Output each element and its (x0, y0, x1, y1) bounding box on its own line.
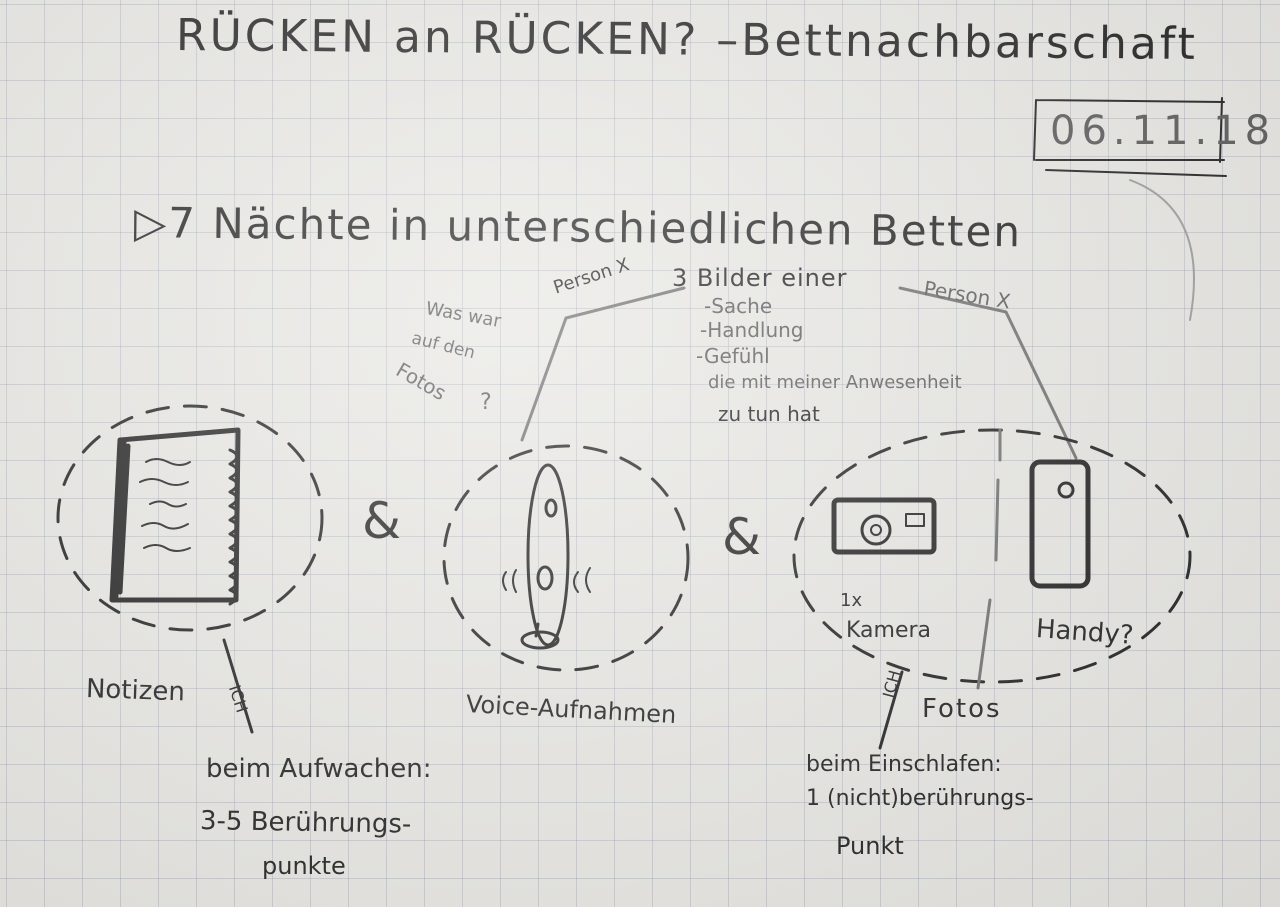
person-line-left (520, 286, 686, 442)
person-line-right (898, 286, 1078, 460)
label-kamera-count: 1x (840, 590, 863, 611)
divider-line (976, 428, 1002, 690)
bilder-item-anwesenheit: die mit meiner Anwesenheit (708, 372, 962, 393)
label-fotos: Fotos (922, 694, 1002, 724)
circle-voice (442, 444, 690, 672)
bilder-item-zu-tun: zu tun hat (718, 402, 820, 426)
camera-icon (831, 497, 937, 555)
bilder-item-gefuehl: -Gefühl (696, 344, 770, 368)
wake-line-3: punkte (262, 852, 346, 880)
ich-line-left (222, 638, 254, 734)
page-title: RÜCKEN an RÜCKEN? –Bettnachbarschaft (175, 10, 1199, 70)
label-notizen: Notizen (85, 674, 186, 708)
ampersand-1: & (362, 492, 401, 550)
bilder-item-sache: -Sache (704, 294, 773, 318)
date-box (1033, 97, 1227, 177)
sleep-line-2: 1 (nicht)berührungs- (806, 786, 1034, 811)
notebook-icon (109, 427, 241, 606)
circle-fotos (792, 428, 1192, 684)
date-label: 06.11.18 (1050, 108, 1277, 154)
sleep-line-3: Punkt (836, 832, 904, 860)
ich-line-right (878, 670, 904, 750)
wake-line-2: 3-5 Berührungs- (199, 806, 412, 840)
ampersand-2: & (722, 508, 761, 566)
label-kamera: Kamera (846, 618, 932, 643)
bilder-header: 3 Bilder einer (672, 264, 848, 292)
circle-notizen (56, 404, 324, 632)
wake-line-1: beim Aufwachen: (206, 754, 432, 784)
bilder-item-handlung: -Handlung (700, 318, 804, 342)
sleep-line-1: beim Einschlafen: (806, 752, 1002, 777)
phone-icon (1029, 459, 1091, 589)
question-mark: ? (480, 390, 492, 415)
microphone-icon (502, 463, 591, 650)
section-heading: ▷7 Nächte in unterschiedlichen Betten (133, 198, 1023, 257)
